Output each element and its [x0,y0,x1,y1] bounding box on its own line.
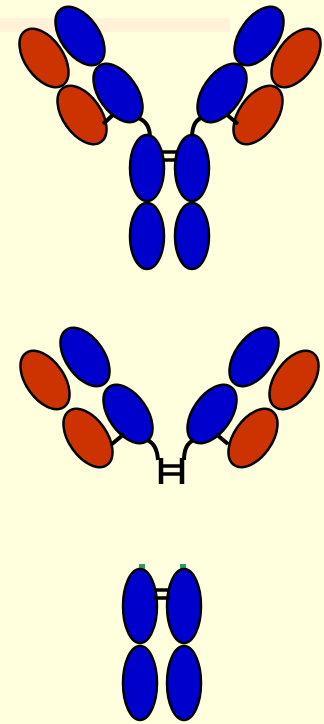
fab-lh-bond-left [112,434,124,444]
fc-frag-domain-left-lower [123,646,157,720]
intact-antibody [10,0,324,269]
fc-frag-domain-left-upper [123,569,157,643]
fc-domain-right-lower [175,203,209,269]
fc-frag-domain-right-upper [167,569,201,643]
fc-domain-left-upper [130,135,164,201]
fab-hinge-left [147,440,158,460]
fab-hinge-right [184,440,194,460]
fc-domain-right-upper [175,135,209,201]
fc-frag-domain-right-lower [167,646,201,720]
fab-lh-bond-right [216,434,228,444]
fc-domain-left-lower [130,203,164,269]
fc-fragment [123,564,201,720]
fab-fragment [11,319,324,484]
